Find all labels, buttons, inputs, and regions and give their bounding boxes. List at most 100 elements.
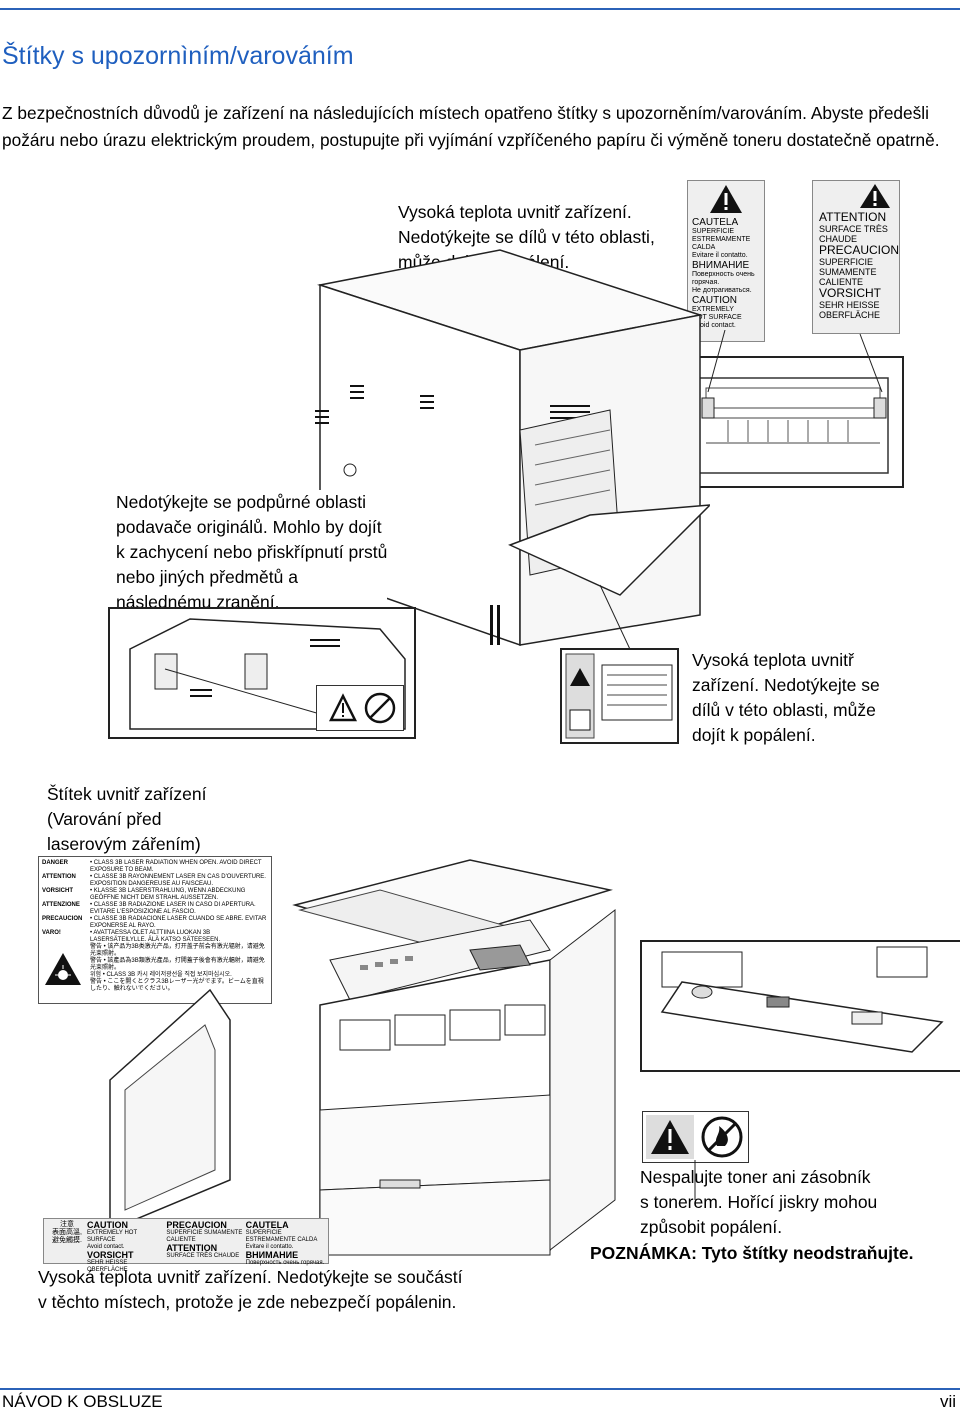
- fuser-detail-frame: [686, 356, 904, 488]
- label-line: OBERFLÄCHE: [819, 310, 881, 320]
- laser-hazard-icon: [45, 953, 81, 985]
- caption-line: Nedotýkejte se dílů v této oblasti,: [398, 227, 655, 247]
- label-line: CAUTELA: [692, 217, 739, 228]
- laser-lang: DANGER: [42, 860, 69, 866]
- label-line: SUPERFICIE: [692, 228, 735, 235]
- label-line: CAUTION: [87, 1220, 128, 1230]
- laser-text: • KLASSE 3B LASERSTRAHLUNG, WENN ABDECKU…: [90, 888, 246, 901]
- toner-detail-frame: [640, 940, 960, 1072]
- laser-text: • CLASSE 3B RADIACIONE LASER CUANDO SE A…: [90, 916, 267, 929]
- fire-hazard-icon: [646, 1115, 743, 1159]
- pinch-hazard-icon: [328, 692, 396, 724]
- label-line: горячая.: [692, 279, 720, 286]
- caption-line: Vysoká teplota uvnitř zařízení.: [398, 202, 632, 222]
- laser-text: • CLASS 3B LASER RADIATION WHEN OPEN. AV…: [90, 860, 262, 873]
- label-line: Не дотрагиваться.: [692, 287, 752, 294]
- label-side: 注意 表面高溫, 避免觸摸.: [47, 1221, 87, 1261]
- caption-feeder: Nedotýkejte se podpůrné oblasti podavače…: [116, 490, 388, 615]
- laser-lang: VORSICHT: [42, 888, 74, 894]
- heat-warning-label: CAUTELA SUPERFICIE ESTREMAMENTE CALDA Ev…: [687, 180, 765, 342]
- caption-line: s tonerem. Hořící jiskry mohou: [640, 1192, 878, 1212]
- laser-text: • CLASSE 3B RAYONNEMENT LASER EN CAS D'O…: [90, 874, 266, 887]
- caption-line: Nedotýkejte se podpůrné oblasti: [116, 492, 367, 512]
- label-line: CAUTION: [692, 295, 737, 306]
- note-text: POZNÁMKA: Tyto štítky neodstraňujte.: [590, 1243, 914, 1263]
- printer-front-illustration: [109, 859, 616, 1256]
- label-col: CAUTELA SUPERFICIE ESTREMAMENTE CALDA Ev…: [245, 1221, 325, 1267]
- caption-line: Štítek uvnitř zařízení: [47, 784, 207, 804]
- caption-line: Vysoká teplota uvnitř zařízení. Nedotýke…: [38, 1267, 463, 1287]
- label-line: SUPERFICIE ESTREMAMENTE CALDA: [245, 1230, 318, 1243]
- pinch-warning-label: [316, 685, 404, 731]
- label-line: ВНИМАНИЕ: [692, 260, 750, 271]
- toner-warning-label: [642, 1111, 749, 1163]
- laser-row: 警告 • 该产品为3B类激光产品，打开盖子前会有激光辐射，请避免光束照射。: [42, 944, 268, 958]
- intro-paragraph: Z bezpečnostních důvodů je zařízení na n…: [2, 103, 940, 150]
- heat-label-bottom: 注意 表面高溫, 避免觸摸. CAUTION EXTREMELY HOT SUR…: [43, 1218, 329, 1274]
- label-line: 表面高溫,: [52, 1229, 82, 1236]
- laser-text: • AVATTAESSA OLET ALTTIINA LUOKAN 3B LAS…: [90, 930, 221, 943]
- laser-text: 警告 • 該產品為3B類激光產品，打開蓋子後會有激光輻射，請避免光束照射。: [90, 958, 265, 971]
- label-line: ATTENTION: [166, 1243, 218, 1253]
- label-col: PRECAUCION SUPERFICIE SUMAMENTE CALIENTE…: [166, 1221, 245, 1261]
- caption-line: podavače originálů. Mohlo by dojít: [116, 517, 382, 537]
- label-line: EXTREMELY HOT SURFACE: [87, 1230, 138, 1243]
- caption-toner: Nespalujte toner ani zásobník s tonerem.…: [640, 1165, 877, 1240]
- caption-line: (Varování před: [47, 809, 162, 829]
- label-line: Evitare il contatto.: [692, 252, 748, 259]
- label-line: VORSICHT: [87, 1250, 134, 1260]
- label-line: 避免觸摸.: [52, 1237, 82, 1244]
- feeder-detail-frame: [108, 607, 416, 739]
- label-line: SUPERFICIE: [819, 257, 874, 267]
- toner-drawer-illustration: [660, 946, 944, 1053]
- label-line: CALIENTE: [166, 1237, 196, 1243]
- label-line: SURFACE TRÈS: [819, 224, 888, 234]
- laser-row: 警告 • 該產品為3B類激光產品，打開蓋子後會有激光輻射，請避免光束照射。: [42, 958, 268, 972]
- page-title: Štítky s upozornìním/varováním: [2, 42, 354, 70]
- label-line: HOT SURFACE: [692, 314, 742, 321]
- label-line: CHAUDE: [819, 234, 858, 244]
- label-line: 注意: [60, 1221, 74, 1228]
- laser-text: 위험 • CLASS 3B 카시 레이저광선을 직접 보지마십시오.: [90, 972, 232, 978]
- label-line: Avoid contact.: [87, 1244, 125, 1250]
- laser-lang: PRECAUCION: [42, 916, 83, 922]
- caption-line: Nespalujte toner ani zásobník: [640, 1167, 871, 1187]
- warning-triangle-icon: [860, 184, 890, 208]
- caption-heat-bottom: Vysoká teplota uvnitř zařízení. Nedotýke…: [38, 1265, 462, 1315]
- attention-label: ATTENTION SURFACE TRÈS CHAUDE PRECAUCION…: [812, 180, 900, 334]
- label-line: CALIENTE: [819, 277, 864, 287]
- label-line: Поверхность очень: [692, 271, 755, 278]
- laser-row: DANGER • CLASS 3B LASER RADIATION WHEN OP…: [42, 860, 268, 874]
- laser-row: 警告 • ここを開くとクラス3Bレーザー光がでます。ビームを直視したり、触れない…: [42, 979, 268, 993]
- caption-laser: Štítek uvnitř zařízení (Varování před la…: [47, 782, 207, 857]
- footer-rule: [0, 1388, 960, 1390]
- laser-row: ATTENTION • CLASSE 3B RAYONNEMENT LASER E…: [42, 874, 268, 888]
- label-line: EXTREMELY: [692, 306, 734, 313]
- leader-line-toner: [694, 1160, 696, 1200]
- label-col: CAUTION EXTREMELY HOT SURFACE Avoid cont…: [87, 1220, 166, 1274]
- label-line: PRECAUCION: [166, 1220, 227, 1230]
- caption-line: zařízení. Nedotýkejte se: [692, 675, 880, 695]
- label-line: ВНИМАНИЕ: [245, 1250, 299, 1260]
- laser-text: • CLASSE 3B RADIAZIONE LASER IN CASO DI …: [90, 902, 256, 915]
- label-line: Поверхность очень горячая.: [245, 1260, 325, 1266]
- laser-lang: ATTENTION: [42, 874, 76, 880]
- laser-text: 警告 • 该产品为3B类激光产品，打开盖子前会有激光辐射，请避免光束照射。: [90, 944, 265, 957]
- laser-row: PRECAUCION • CLASSE 3B RADIACIONE LASER C…: [42, 916, 268, 930]
- label-line: VORSICHT: [819, 286, 882, 300]
- footer-page-number: vii: [939, 1392, 956, 1411]
- label-line: PRECAUCION: [819, 243, 900, 257]
- label-line: SUMAMENTE: [819, 267, 877, 277]
- label-line: ESTREMAMENTE CALDA: [692, 236, 751, 251]
- laser-row: 위험 • CLASS 3B 카시 레이저광선을 직접 보지마십시오.: [42, 972, 268, 979]
- leader-lines-top: [707, 330, 883, 393]
- caption-heat-right: Vysoká teplota uvnitř zařízení. Nedotýke…: [692, 648, 880, 748]
- label-line: SURFACE TRÈS CHAUDE: [166, 1253, 240, 1259]
- caption-line: laserovým zářením): [47, 834, 201, 854]
- laser-lang: VARO!: [42, 930, 61, 936]
- label-line: ATTENTION: [819, 210, 887, 224]
- laser-row: VORSICHT • KLASSE 3B LASERSTRAHLUNG, WENN…: [42, 888, 268, 902]
- caption-line: způsobit popálení.: [640, 1217, 783, 1237]
- caption-line: dojít k popálení.: [692, 725, 816, 745]
- laser-lang: ATTENZIONE: [42, 902, 80, 908]
